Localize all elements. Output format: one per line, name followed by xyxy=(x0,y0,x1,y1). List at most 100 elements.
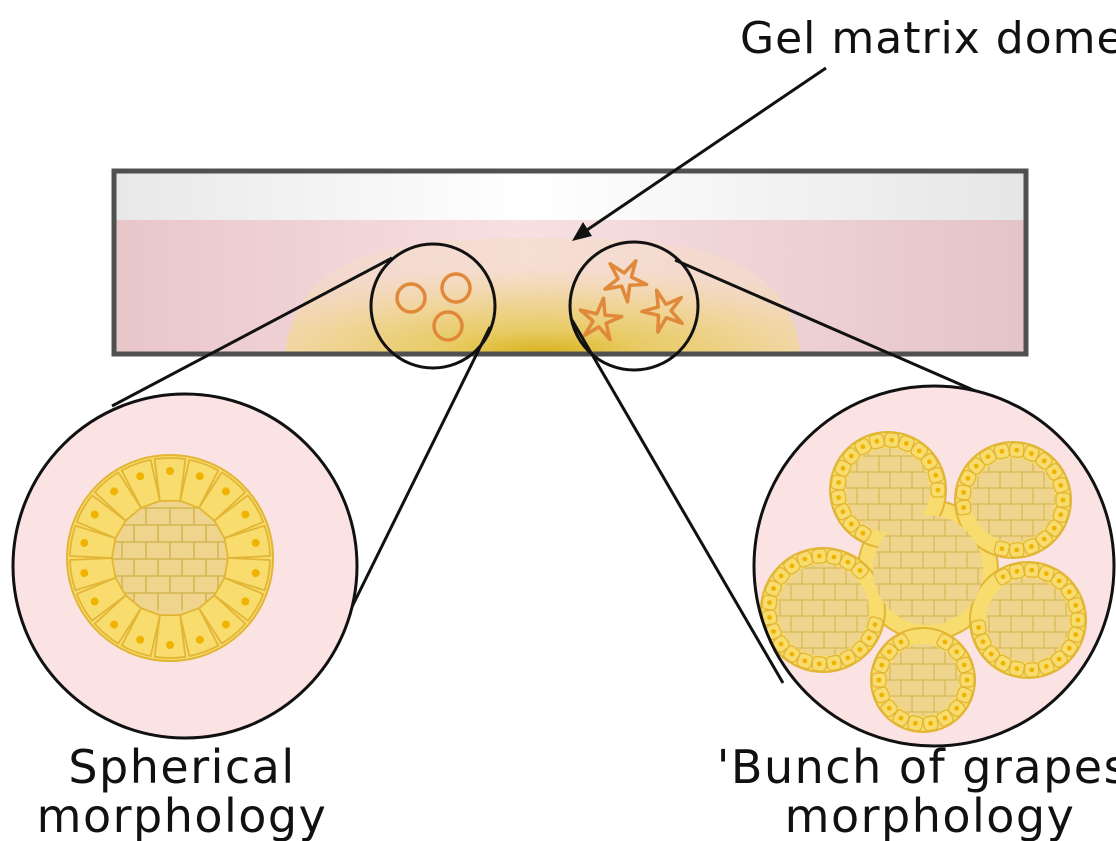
grapes-label-line2: morphology xyxy=(785,789,1076,841)
cell-nucleus xyxy=(790,564,795,569)
cell-nucleus xyxy=(1076,618,1081,623)
spherical-label-line1: Spherical xyxy=(68,740,295,794)
culture-dish xyxy=(114,171,1026,354)
cell-nucleus xyxy=(136,636,144,644)
cell-nucleus xyxy=(1061,498,1066,503)
cell-nucleus xyxy=(1029,544,1034,549)
cell-nucleus xyxy=(867,636,872,641)
cell-nucleus xyxy=(965,678,970,683)
cell-nucleus xyxy=(196,472,204,480)
cell-nucleus xyxy=(110,487,118,495)
cell-nucleus xyxy=(80,539,88,547)
cell-nucleus xyxy=(1000,449,1005,454)
cell-nucleus xyxy=(962,663,967,668)
cell-nucleus xyxy=(196,636,204,644)
cell-nucleus xyxy=(836,480,841,485)
cell-nucleus xyxy=(166,641,174,649)
cell-nucleus xyxy=(841,466,846,471)
cell-nucleus xyxy=(1052,526,1057,531)
cell-nucleus xyxy=(832,661,837,666)
cell-nucleus xyxy=(1015,666,1020,671)
grapes-label-line1: 'Bunch of grapes' xyxy=(717,740,1116,794)
cell-nucleus xyxy=(849,454,854,459)
cell-nucleus xyxy=(1067,589,1072,594)
cell-nucleus xyxy=(91,598,99,606)
cell-nucleus xyxy=(1058,483,1063,488)
cell-nucleus xyxy=(928,721,933,726)
cell-nucleus xyxy=(790,652,795,657)
dome-label: Gel matrix dome xyxy=(740,13,1116,64)
cell-nucleus xyxy=(845,656,850,661)
cell-nucleus xyxy=(241,598,249,606)
cell-nucleus xyxy=(1044,571,1049,576)
cell-nucleus xyxy=(1014,448,1019,453)
cell-nucleus xyxy=(771,586,776,591)
cell-nucleus xyxy=(899,640,904,645)
cell-nucleus xyxy=(841,509,846,514)
cell-nucleus xyxy=(767,600,772,605)
cell-nucleus xyxy=(1029,451,1034,456)
cell-nucleus xyxy=(252,569,260,577)
cell-nucleus xyxy=(241,511,249,519)
cell-nucleus xyxy=(879,693,884,698)
cell-nucleus xyxy=(962,693,967,698)
cell-nucleus xyxy=(1000,546,1005,551)
spherical-organoid xyxy=(67,455,273,661)
air-layer xyxy=(116,173,1024,220)
cell-nucleus xyxy=(943,716,948,721)
cell-nucleus xyxy=(110,621,118,629)
cell-nucleus xyxy=(933,473,938,478)
cell-nucleus xyxy=(845,560,850,565)
cell-nucleus xyxy=(767,615,772,620)
cell-nucleus xyxy=(779,642,784,647)
cell-nucleus xyxy=(954,649,959,654)
cell-nucleus xyxy=(943,640,948,645)
cell-nucleus xyxy=(80,569,88,577)
cell-nucleus xyxy=(1057,579,1062,584)
cell-nucleus xyxy=(913,721,918,726)
cell-nucleus xyxy=(1052,469,1057,474)
cell-nucleus xyxy=(961,490,966,495)
cell-nucleus xyxy=(1042,537,1047,542)
cell-nucleus xyxy=(936,488,941,493)
cell-nucleus xyxy=(887,706,892,711)
cell-nucleus xyxy=(222,487,230,495)
cell-nucleus xyxy=(1029,668,1034,673)
cell-nucleus xyxy=(879,663,884,668)
cell-nucleus xyxy=(954,706,959,711)
cell-nucleus xyxy=(803,557,808,562)
cell-nucleus xyxy=(966,476,971,481)
cell-nucleus xyxy=(832,555,837,560)
cell-nucleus xyxy=(1014,548,1019,553)
cell-nucleus xyxy=(927,459,932,464)
cell-nucleus xyxy=(904,441,909,446)
spherical-inset xyxy=(13,394,357,738)
cell-nucleus xyxy=(1001,574,1006,579)
cell-nucleus xyxy=(1029,568,1034,573)
cell-nucleus xyxy=(252,539,260,547)
cell-nucleus xyxy=(817,554,822,559)
cell-nucleus xyxy=(222,621,230,629)
cell-nucleus xyxy=(1057,657,1062,662)
cell-nucleus xyxy=(779,574,784,579)
cell-nucleus xyxy=(861,531,866,536)
cell-nucleus xyxy=(986,454,991,459)
cell-nucleus xyxy=(91,511,99,519)
cell-nucleus xyxy=(1073,603,1078,608)
cell-nucleus xyxy=(981,639,986,644)
cell-nucleus xyxy=(974,464,979,469)
cell-nucleus xyxy=(875,439,880,444)
cell-nucleus xyxy=(1067,646,1072,651)
cell-nucleus xyxy=(136,472,144,480)
cell-nucleus xyxy=(1015,569,1020,574)
cell-nucleus xyxy=(877,678,882,683)
cell-nucleus xyxy=(858,647,863,652)
cell-nucleus xyxy=(1073,632,1078,637)
cell-nucleus xyxy=(836,495,841,500)
cell-nucleus xyxy=(917,449,922,454)
cell-nucleus xyxy=(771,629,776,634)
cell-nucleus xyxy=(976,625,981,630)
cell-nucleus xyxy=(166,467,174,475)
cell-nucleus xyxy=(899,716,904,721)
